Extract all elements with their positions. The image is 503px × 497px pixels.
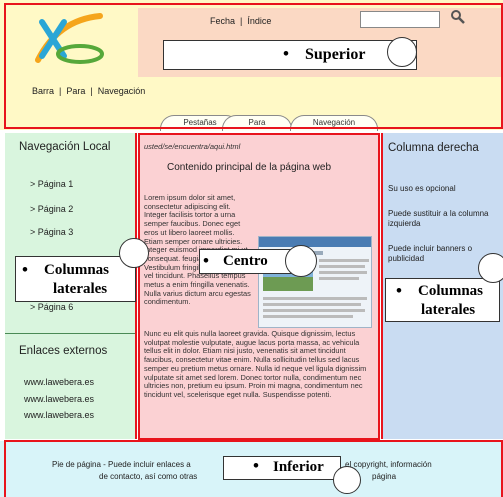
centro-bullet: • — [203, 251, 209, 270]
nav-item-pagina-2[interactable]: > Página 2 — [30, 204, 74, 214]
inferior-marker-circle — [333, 466, 361, 494]
breadcrumb-nav[interactable]: Barra | Para | Navegación — [32, 86, 146, 96]
left-laterales-label — [15, 256, 136, 302]
header-frame — [4, 3, 503, 129]
logo-icon — [28, 10, 108, 72]
nav-item-pagina-3[interactable]: > Página 3 — [30, 227, 74, 237]
right-laterales-bullet: • — [396, 281, 402, 300]
external-link-2[interactable]: www.lawebera.es — [24, 394, 95, 404]
center-frame — [138, 133, 380, 440]
left-column-border — [135, 133, 137, 439]
magnifier-icon[interactable] — [450, 9, 466, 25]
right-column-border — [381, 133, 383, 439]
superior-bullet: • — [283, 44, 289, 63]
external-link-3[interactable]: www.lawebera.es — [24, 410, 95, 420]
footer-text-left-1: Pie de página - Puede incluir enlaces a — [52, 460, 191, 469]
right-line-1: Su uso es opcional — [388, 184, 456, 193]
inferior-text: Inferior — [273, 459, 324, 475]
centro-marker-circle — [285, 245, 317, 277]
content-title: Contenido principal de la página web — [167, 162, 332, 173]
footer-text-left-2: de contacto, así como otras — [99, 472, 198, 481]
content-body-bottom: Nunc eu elit quis nulla laoreet gravida.… — [144, 330, 367, 399]
right-column-title: Columna derecha — [388, 142, 479, 154]
left-laterales-bullet: • — [22, 260, 28, 279]
nav-item-pagina-1[interactable]: > Página 1 — [30, 179, 74, 189]
right-line-3: Puede incluir banners o publicidad — [388, 244, 473, 263]
superior-label — [163, 40, 417, 70]
footer-text-right-1: el copyright, información — [345, 460, 432, 469]
left-laterales-marker-circle — [119, 238, 149, 268]
sidebar-divider — [5, 333, 135, 334]
centro-text: Centro — [223, 253, 268, 269]
local-nav-title: Navegación Local — [19, 141, 111, 153]
right-laterales-label — [385, 278, 500, 322]
external-links-title: Enlaces externos — [19, 345, 108, 357]
inferior-bullet: • — [253, 456, 259, 475]
search-input[interactable] — [360, 11, 440, 28]
header-links[interactable]: Fecha | Índice — [210, 16, 272, 26]
footer-text-right-2: página — [372, 472, 397, 481]
inferior-label — [223, 456, 341, 480]
superior-text: Superior — [305, 46, 366, 63]
nav-item-pagina-6[interactable]: > Página 6 — [30, 302, 74, 312]
left-laterales-text-1: Columnas — [44, 262, 110, 278]
centro-label — [199, 249, 295, 274]
content-body-top: Lorem ipsum dolor sit amet, consectetur … — [144, 194, 251, 307]
footer-frame — [4, 440, 503, 497]
current-url: usted/se/encuentra/aqui.html — [144, 142, 241, 151]
left-laterales-text-2: laterales — [53, 281, 108, 297]
external-link-1[interactable]: www.lawebera.es — [24, 377, 95, 387]
right-line-2: Puede sustituir a la columna izquierda — [388, 209, 489, 228]
superior-marker-circle — [387, 37, 417, 67]
right-laterales-text-2: laterales — [421, 302, 476, 318]
right-laterales-marker-circle — [478, 253, 503, 283]
right-laterales-text-1: Columnas — [418, 283, 484, 299]
